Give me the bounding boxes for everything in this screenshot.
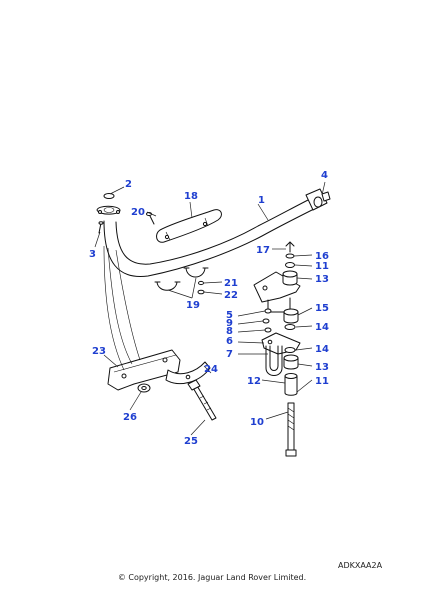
bracket-stud [285,241,295,253]
callout-7: 7 [226,349,233,360]
pipe-clamp-front [154,281,181,291]
washer-14-upper [284,324,296,330]
washer-9 [262,318,270,324]
long-bolt [285,402,297,457]
washer-14-lower [284,347,296,353]
callout-16: 16 [315,251,329,262]
bolt-5 [264,308,272,314]
nut-upper [285,262,295,268]
callout-14-upper: 14 [315,322,329,333]
flange-stud [98,221,104,234]
callout-8: 8 [226,326,233,337]
assembly-line-1 [103,245,125,371]
spacer-tube [284,373,298,396]
callout-18: 18 [184,191,198,202]
u-bolt [265,345,283,376]
gasket-ring [103,193,115,199]
front-flange [96,205,121,215]
rubber-mount-lower [283,354,299,370]
bracket-plate [107,349,181,391]
rubber-mount-upper [282,270,298,286]
clamp-nut [198,280,204,286]
callout-22: 22 [224,290,238,301]
shield-screw [146,212,155,225]
callout-13-upper: 13 [315,274,329,285]
callout-23: 23 [92,346,106,357]
callout-21: 21 [224,278,238,289]
callout-12: 12 [247,376,261,387]
callout-17: 17 [256,245,270,256]
callout-2: 2 [125,179,132,190]
washer-upper [285,253,295,259]
heat-shield [156,209,222,243]
assembly-line-2 [107,247,133,365]
callout-1: 1 [258,195,265,206]
callout-24: 24 [204,364,218,375]
callout-14-lower: 14 [315,344,329,355]
callout-10: 10 [250,417,264,428]
callout-11-lower: 11 [315,376,329,387]
callout-11-upper: 11 [315,261,329,272]
pipe-clamp-rear [183,267,209,278]
callout-13-lower: 13 [315,362,329,373]
callout-9: 9 [226,318,233,329]
nut-8 [264,327,272,333]
clamp-washer [197,289,205,295]
callout-26: 26 [123,412,137,423]
callout-20: 20 [131,207,145,218]
plate-washer [137,383,151,393]
exhaust-pipe [103,188,331,278]
callout-15: 15 [315,303,329,314]
strap-bolt [187,379,217,421]
callout-5: 5 [226,310,233,321]
callout-6: 6 [226,336,233,347]
callout-4: 4 [321,170,328,181]
copyright-notice: © Copyright, 2016. Jaguar Land Rover Lim… [117,573,307,582]
callout-3: 3 [89,249,96,260]
callout-25: 25 [184,436,198,447]
diagram-reference-code: ADKXAA2A [338,561,383,570]
callout-19: 19 [186,300,200,311]
clamp-strap [165,361,211,384]
rubber-bush [283,308,299,324]
assembly-line-3 [115,249,141,361]
leader-lines [94,181,326,436]
